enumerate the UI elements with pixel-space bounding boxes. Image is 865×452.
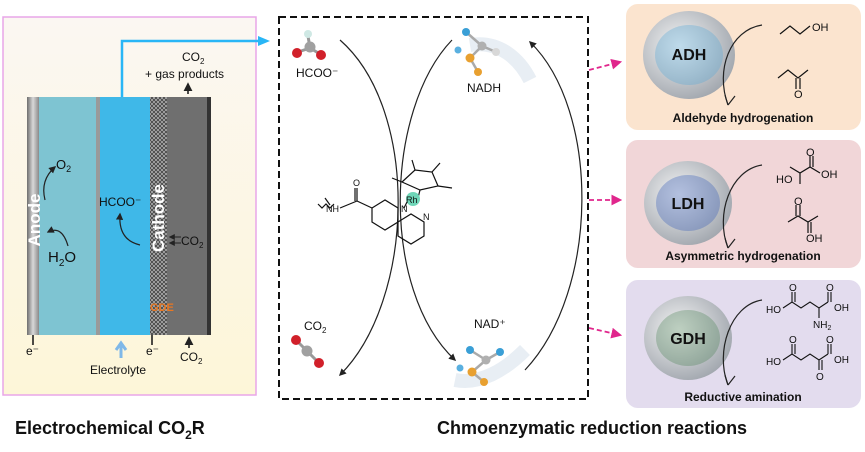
pyruvate-oh: OH bbox=[806, 233, 823, 245]
rh-atom bbox=[406, 192, 420, 206]
right-caption: Chmoenzymatic reduction reactions bbox=[437, 418, 747, 438]
gdh-protein-core bbox=[656, 310, 720, 366]
link-adh bbox=[588, 58, 623, 71]
glutamate-nh2: NH2 bbox=[813, 320, 831, 332]
membrane bbox=[96, 97, 100, 335]
adh-reaction-arrow bbox=[722, 24, 763, 106]
link-gdh bbox=[588, 327, 623, 339]
cycle-box bbox=[278, 16, 589, 400]
rh-label: Rh bbox=[406, 195, 418, 205]
glutamate-structure bbox=[782, 292, 832, 318]
ldh-reaction-arrowhead bbox=[724, 237, 736, 249]
anode-electrode bbox=[27, 97, 39, 335]
electrolyte-arrow bbox=[114, 340, 128, 358]
ketoglutarate-structure bbox=[782, 344, 832, 370]
ketoglutarate-o2: O bbox=[826, 335, 834, 346]
adh-reaction-arrowhead bbox=[724, 94, 736, 106]
lactate-ho: HO bbox=[776, 174, 793, 186]
o2-arrow bbox=[43, 166, 57, 201]
rh-catalyst-structure bbox=[317, 159, 453, 245]
co2-top-label: CO2 bbox=[182, 50, 205, 66]
ketoglutarate-oh: OH bbox=[834, 355, 849, 366]
gdh-name: GDH bbox=[670, 331, 706, 348]
cell-wall bbox=[207, 97, 211, 335]
formate-to-co2-arrow bbox=[338, 39, 399, 377]
anode-label: Anode bbox=[25, 194, 44, 247]
co2-cycle-label: CO2 bbox=[304, 319, 327, 335]
carbonyl-o-label: O bbox=[353, 178, 360, 188]
pyruvate-structure bbox=[787, 205, 819, 233]
glutamate-oh: OH bbox=[834, 303, 849, 314]
nad-label: NAD⁺ bbox=[474, 317, 506, 331]
formate-transfer-line bbox=[120, 39, 258, 97]
co2-bottom-label: CO2 bbox=[180, 350, 203, 366]
left-caption: Electrochemical CO2R bbox=[15, 418, 205, 442]
anolyte-layer bbox=[39, 97, 96, 335]
h2o-arrow bbox=[46, 226, 69, 247]
gde-label: GDE bbox=[150, 302, 174, 314]
ldh-reaction-label: Asymmetric hydrogenation bbox=[665, 249, 820, 263]
cathode-label: Cathode bbox=[149, 184, 168, 252]
nadh-molecule bbox=[454, 28, 537, 84]
formate-transfer-arrowhead bbox=[258, 36, 270, 46]
adh-name: ADH bbox=[672, 47, 707, 64]
ketoglutarate-ho: HO bbox=[766, 357, 781, 368]
electron-right: e⁻ bbox=[146, 344, 159, 358]
ldh-protein-core bbox=[656, 175, 720, 231]
n-label-2: N bbox=[423, 212, 430, 222]
lactate-structure bbox=[789, 156, 821, 184]
electron-left: e⁻ bbox=[26, 344, 39, 358]
propanal-structure bbox=[777, 69, 809, 89]
gas-chamber bbox=[167, 97, 207, 335]
gdh-protein bbox=[644, 296, 732, 380]
nh-label: NH bbox=[326, 204, 339, 214]
co2-in-label: CO2 bbox=[181, 234, 204, 250]
gde-mesh bbox=[150, 97, 167, 335]
glutamate-o2: O bbox=[826, 283, 834, 294]
adh-protein-core bbox=[655, 25, 723, 85]
lactate-oh: OH bbox=[821, 169, 838, 181]
ketoglutarate-o3: O bbox=[816, 372, 824, 383]
lactate-o: O bbox=[806, 147, 815, 159]
nadh-to-nad-arrow bbox=[399, 39, 457, 361]
adh-protein bbox=[643, 11, 735, 99]
gas-products-label: + gas products bbox=[145, 67, 224, 81]
nadh-regeneration-arc bbox=[524, 40, 583, 371]
n-label-1: N bbox=[401, 204, 408, 214]
o2-label: O2 bbox=[56, 157, 71, 174]
gdh-reaction-arrowhead bbox=[724, 374, 736, 386]
nadh-label: NADH bbox=[467, 81, 501, 95]
hcoo-cell-label: HCOO⁻ bbox=[99, 195, 141, 209]
ldh-protein bbox=[644, 161, 732, 245]
gdh-reaction-arrow bbox=[722, 299, 763, 386]
hcoo-molecule bbox=[292, 30, 326, 60]
ketoglutarate-o1: O bbox=[789, 335, 797, 346]
propanol-oh: OH bbox=[812, 22, 829, 34]
nad-molecule bbox=[453, 344, 530, 388]
ldh-name: LDH bbox=[672, 196, 705, 213]
hcoo-arrow bbox=[115, 212, 141, 246]
propanol-structure bbox=[779, 25, 811, 35]
catholyte-layer bbox=[100, 97, 150, 335]
pyruvate-o: O bbox=[794, 196, 803, 208]
hcoo-cycle-label: HCOO⁻ bbox=[296, 66, 338, 80]
adh-reaction-label: Aldehyde hydrogenation bbox=[673, 111, 814, 125]
glutamate-o1: O bbox=[789, 283, 797, 294]
gdh-reaction-label: Reductive amination bbox=[684, 390, 801, 404]
electrolyte-label: Electrolyte bbox=[90, 363, 146, 377]
ldh-reaction-arrow bbox=[722, 164, 763, 249]
glutamate-ho: HO bbox=[766, 305, 781, 316]
propanal-o: O bbox=[794, 89, 803, 101]
h2o-label: H2O bbox=[48, 249, 76, 269]
co2-molecule bbox=[291, 335, 324, 368]
